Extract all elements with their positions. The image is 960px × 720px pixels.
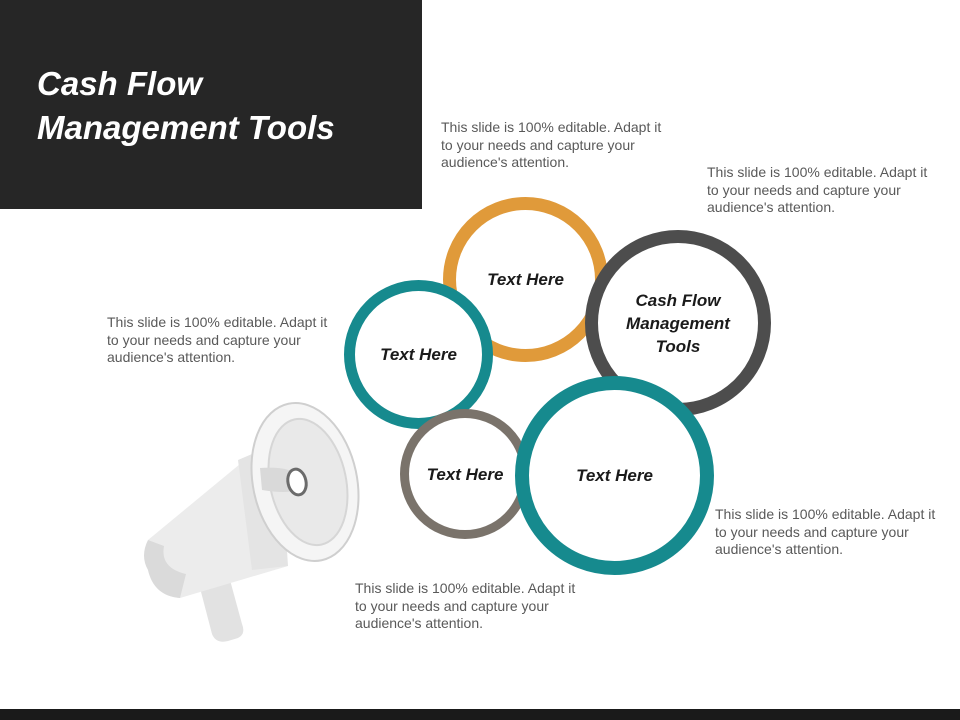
note-left: This slide is 100% editable. Adapt it to…: [107, 314, 328, 365]
circle-teal-small-label: Text Here: [380, 345, 457, 364]
bottom-bar: [0, 709, 960, 720]
title-panel: Cash Flow Management Tools: [0, 0, 422, 209]
note-bottom: This slide is 100% editable. Adapt it to…: [355, 580, 576, 631]
circle-teal-small: Text Here: [344, 280, 493, 429]
note-bottom-right: This slide is 100% editable. Adapt it to…: [715, 506, 936, 557]
circle-warm-gray-label: Text Here: [426, 464, 504, 484]
circle-dark-gray-label: Cash Flow Management Tools: [626, 290, 730, 356]
circle-orange-label: Text Here: [487, 270, 564, 289]
circle-teal-large: Text Here: [515, 376, 714, 575]
note-top-center: This slide is 100% editable. Adapt it to…: [441, 119, 662, 170]
slide-title: Cash Flow Management Tools: [37, 65, 335, 146]
circle-warm-gray: Text Here: [400, 409, 530, 539]
megaphone-icon: [144, 402, 360, 642]
circle-teal-large-label: Text Here: [576, 466, 653, 485]
note-top-right: This slide is 100% editable. Adapt it to…: [707, 164, 928, 215]
